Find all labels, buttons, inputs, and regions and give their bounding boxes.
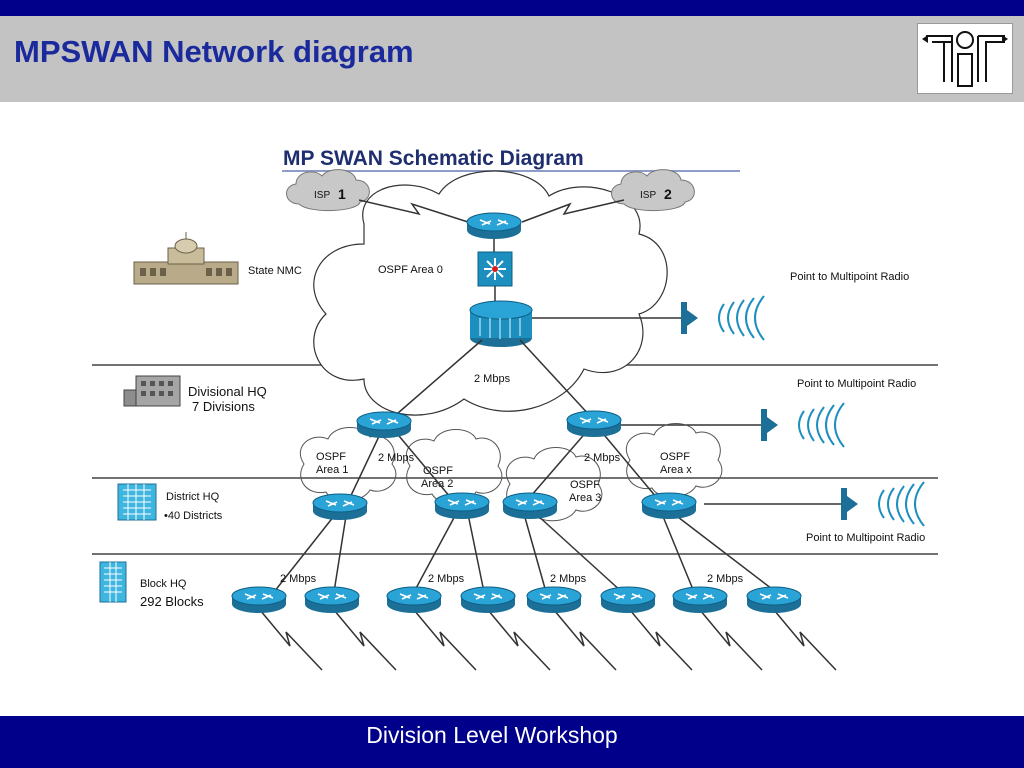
link-speed-label: 2 Mbps [474, 373, 511, 385]
isp2-link [521, 199, 625, 223]
area2-label: Area 2 [421, 478, 453, 490]
building-icon [133, 232, 239, 285]
router-icon [304, 586, 360, 614]
ospf-area0-label: OSPF Area 0 [378, 264, 443, 276]
link-speed-label: 2 Mbps [428, 573, 465, 585]
switch-icon [477, 251, 513, 287]
router-icon [672, 586, 728, 614]
footer-bar [0, 716, 1024, 768]
link-speed-label: 2 Mbps [707, 573, 744, 585]
isp1-number: 1 [338, 186, 346, 202]
isp-cloud-icon: ISP 2 [611, 169, 695, 212]
footer-text: Division Level Workshop [366, 722, 618, 748]
router-icon [641, 492, 697, 520]
building-icon [99, 561, 127, 603]
radio-antenna-icon [841, 481, 925, 527]
radio-label-3: Point to Multipoint Radio [806, 532, 925, 544]
router-icon [502, 492, 558, 520]
areax-label: Area x [660, 464, 692, 476]
router-icon [434, 492, 490, 520]
ospf-area-cloud [299, 427, 397, 502]
areax-label: OSPF [660, 451, 690, 463]
area1-label: Area 1 [316, 464, 348, 476]
diagram-title: MP SWAN Schematic Diagram [283, 147, 584, 170]
logo-icon [917, 23, 1013, 94]
building-icon [117, 483, 157, 521]
router-icon [231, 586, 287, 614]
ospf-area-cloud [405, 429, 503, 504]
page-title: MPSWAN Network diagram [14, 34, 414, 69]
divisions-label: 7 Divisions [192, 399, 255, 414]
router-icon [746, 586, 802, 614]
router-icon [356, 411, 412, 439]
link-speed-label: 2 Mbps [584, 452, 621, 464]
building-icon [123, 375, 181, 407]
router-icon [566, 410, 622, 438]
top-band [0, 0, 1024, 16]
block-hq-label: Block HQ [140, 578, 187, 590]
districts-label: •40 Districts [164, 510, 223, 522]
radio-antenna-icon [761, 402, 845, 448]
isp2-number: 2 [664, 186, 672, 202]
router-icon [460, 586, 516, 614]
blocks-label: 292 Blocks [140, 594, 204, 609]
divisional-hq-label: Divisional HQ [188, 384, 267, 399]
area1-label: OSPF [316, 451, 346, 463]
link-speed-label: 2 Mbps [378, 452, 415, 464]
router-icon [312, 493, 368, 521]
radio-label-2: Point to Multipoint Radio [797, 378, 916, 390]
ospf-area-cloud [625, 423, 723, 498]
area3-label: OSPF [570, 479, 600, 491]
state-nmc-label: State NMC [248, 265, 302, 277]
router-icon [466, 212, 522, 240]
core-router-icon [469, 300, 533, 347]
isp1-label: ISP [314, 190, 330, 201]
network-diagram: MP SWAN Schematic Diagram ISP 1 ISP 2 St… [64, 134, 968, 686]
radio-label-1: Point to Multipoint Radio [790, 271, 909, 283]
ospf-area0-cloud [313, 170, 668, 416]
isp2-label: ISP [640, 190, 656, 201]
router-icon [386, 586, 442, 614]
router-icon [600, 586, 656, 614]
area3-label: Area 3 [569, 492, 601, 504]
isp-cloud-icon: ISP 1 [286, 169, 370, 212]
link-speed-label: 2 Mbps [280, 573, 317, 585]
link-speed-label: 2 Mbps [550, 573, 587, 585]
router-icon [526, 586, 582, 614]
isp1-link [358, 199, 469, 223]
district-hq-label: District HQ [166, 491, 220, 503]
radio-antenna-icon [681, 295, 765, 341]
header-bar [0, 16, 1024, 102]
